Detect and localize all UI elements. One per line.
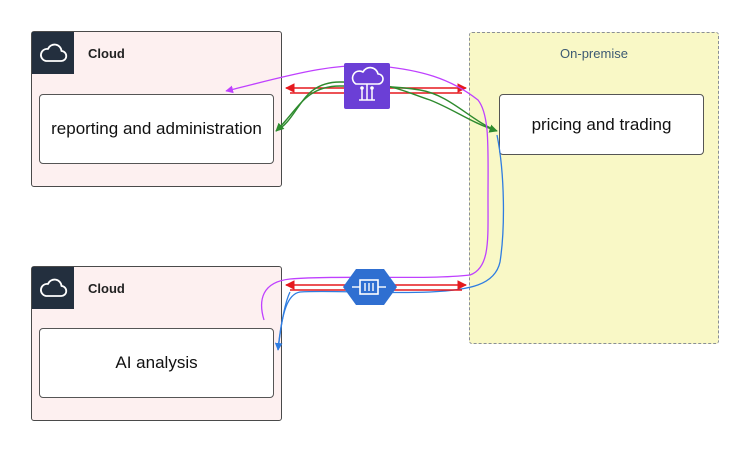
- node-reporting[interactable]: reporting and administration: [39, 94, 274, 164]
- queue-icon[interactable]: [343, 269, 397, 305]
- group-label-cloud-top: Cloud: [88, 46, 125, 61]
- node-ai-analysis[interactable]: AI analysis: [39, 328, 274, 398]
- node-pricing[interactable]: pricing and trading: [499, 94, 704, 155]
- edge-blue-start: [277, 291, 291, 351]
- group-label-onprem: On-premise: [560, 46, 628, 61]
- cloud-icon: [32, 267, 74, 309]
- iot-cloud-icon[interactable]: [344, 63, 390, 109]
- edge-blue: [274, 134, 505, 351]
- group-label-cloud-bottom: Cloud: [88, 281, 125, 296]
- cloud-icon: [32, 32, 74, 74]
- onprem-group: On-premise: [469, 32, 719, 344]
